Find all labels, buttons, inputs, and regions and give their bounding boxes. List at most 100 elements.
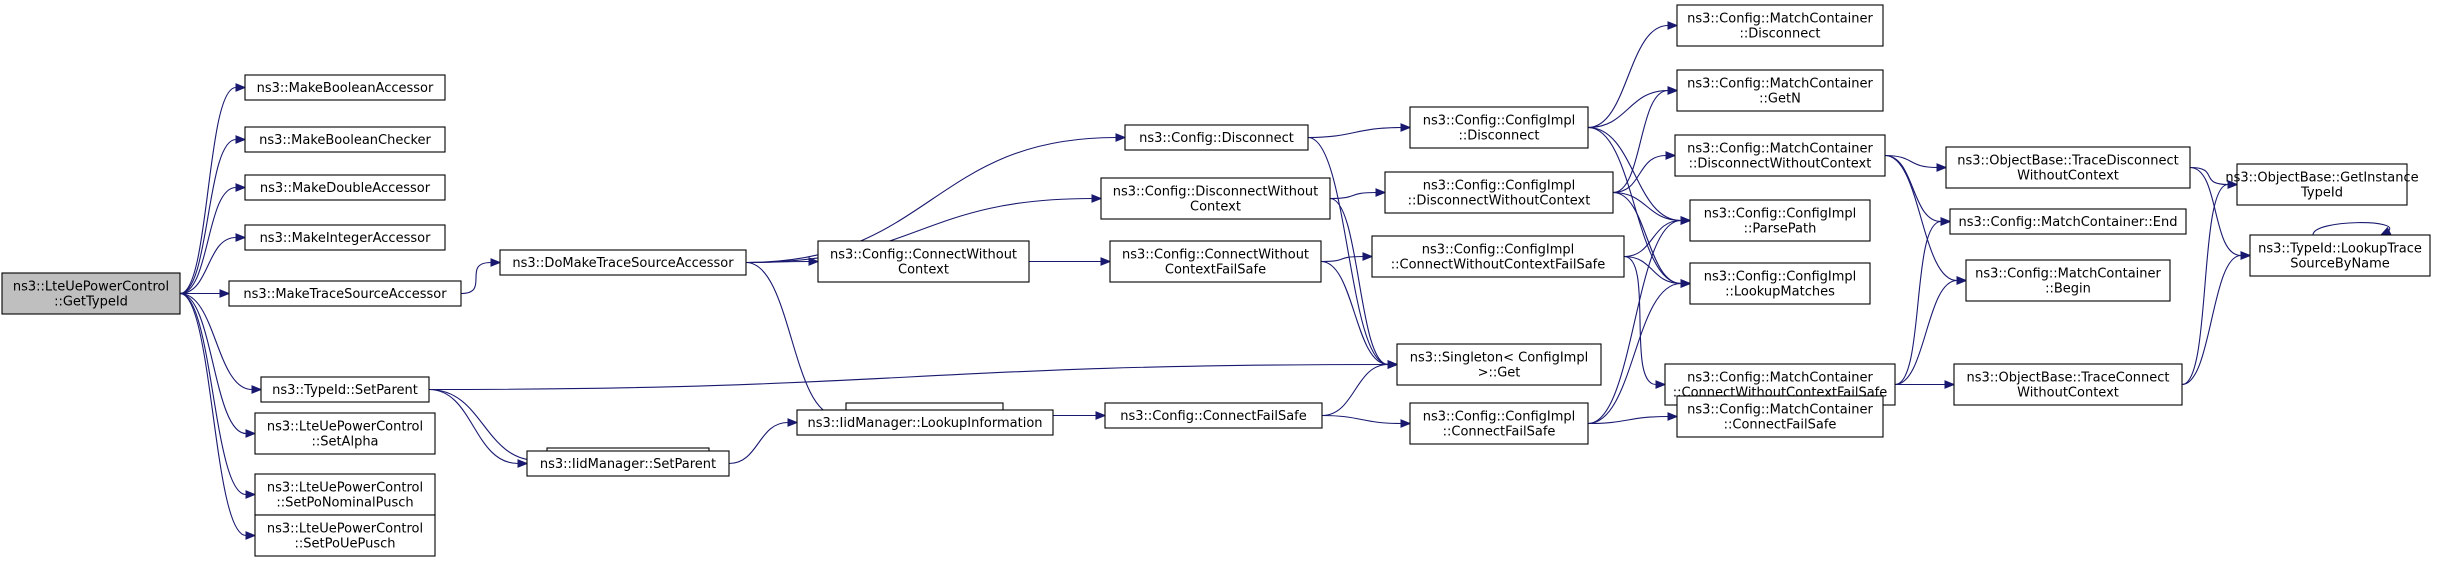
graph-node[interactable]: ns3::Config::DisconnectWithoutContext [1100,177,1331,220]
edge-line [1587,89,1669,129]
graph-edge [2312,222,2392,236]
graph-node[interactable]: ns3::Config::ConfigImpl::ConnectWithoutC… [1371,235,1625,278]
graph-edge [1623,216,1692,258]
node-label: ns3::Config::MatchContainer [1687,142,1873,157]
graph-edge [1307,123,1412,139]
node-label: ::SetPoUePusch [295,537,396,552]
node-label: ns3::Config::MatchContainer [1687,12,1873,27]
edge-arrowhead [1091,194,1103,203]
edge-line [2312,222,2391,236]
edge-line [1884,154,1958,282]
node-label: ns3::Config::ConfigImpl [1423,179,1576,194]
node-box [244,126,446,153]
graph-node[interactable]: ns3::Config::Disconnect [1124,124,1309,151]
edge-line [179,292,247,435]
graph-edge [2181,180,2239,386]
graph-edge [179,292,257,499]
graph-node[interactable]: ns3::Config::ConnectWithoutContext [817,240,1030,283]
edge-line [1884,154,1942,223]
edge-line [1612,191,1682,222]
edge-line [1623,255,1682,285]
graph-edge [179,83,247,295]
graph-node[interactable]: ns3::IidManager::SetParent [526,450,730,477]
node-box [499,249,747,276]
node-label: Context [1190,200,1241,215]
graph-node[interactable]: ns3::Config::MatchContainer::Disconnect [1676,4,1884,47]
edge-arrowhead [2379,226,2392,236]
edge-line [428,388,539,462]
edge-line [1587,219,1682,425]
node-label: ns3::Config::ConfigImpl [1423,410,1576,425]
graph-edge [1587,86,1679,129]
node-label: ns3::Config::MatchContainer::End [1959,215,2178,230]
graph-node[interactable]: ns3::Config::ConfigImpl::Disconnect [1409,106,1589,149]
graph-node[interactable]: ns3::TypeId::SetParent [260,376,430,403]
node-label: ns3::Config::ConnectFailSafe [1120,409,1307,424]
edge-line [745,136,1117,264]
edge-arrowhead [1680,216,1692,225]
graph-node[interactable]: ns3::Config::MatchContainer::End [1949,208,2187,235]
graph-node[interactable]: ns3::MakeBooleanChecker [244,126,446,153]
graph-node[interactable]: ns3::Config::ConfigImpl::DisconnectWitho… [1384,171,1614,214]
graph-node[interactable]: ns3::ObjectBase::TraceDisconnectWithoutC… [1945,146,2191,189]
graph-node[interactable]: ns3::LteUePowerControl::SetPoNominalPusc… [254,473,436,516]
node-label: ::ConnectFailSafe [1724,418,1837,433]
node-label: ::Begin [2045,282,2091,297]
node-box [254,412,436,455]
node-box [2249,234,2431,277]
graph-edge [1321,360,1399,417]
graph-node[interactable]: ns3::MakeTraceSourceAccessor [228,280,462,307]
node-label: ContextFailSafe [1165,263,1266,278]
node-label: ns3::MakeTraceSourceAccessor [243,287,447,302]
edge-arrowhead [245,531,257,540]
node-label: ns3::TypeId::LookupTrace [2258,242,2422,257]
graph-edge [428,360,1399,391]
graph-node[interactable]: ns3::LteUePowerControl::SetPoUePusch [254,514,436,557]
graph-node[interactable]: ns3::Config::ConfigImpl::ConnectFailSafe [1409,402,1589,445]
edge-arrowhead [235,83,247,92]
node-box [817,240,1030,283]
graph-edge [460,258,502,295]
graph-node[interactable]: ns3::Config::ConfigImpl::ParsePath [1689,199,1871,242]
graph-node[interactable]: ns3::Singleton< ConfigImpl >::Get [1396,343,1602,386]
graph-node[interactable]: ns3::Config::ConnectWithoutContextFailSa… [1109,240,1322,283]
graph-node[interactable]: ns3::DoMakeTraceSourceAccessor [499,249,747,276]
edge-line [1894,220,1942,386]
graph-node[interactable]: ns3::LteUePowerControl::SetAlpha [254,412,436,455]
edge-line [1320,260,1389,366]
node-box [1,272,181,315]
node-label: ns3::Config::MatchContainer [1687,77,1873,92]
graph-node[interactable]: ns3::Config::ConfigImpl::LookupMatches [1689,262,1871,305]
graph-edge [1884,154,1948,172]
node-label: ::ConnectFailSafe [1443,425,1556,440]
graph-node[interactable]: ns3::Config::MatchContainer::Begin [1965,259,2171,302]
graph-node[interactable]: ns3::ObjectBase::TraceConnectWithoutCont… [1953,363,2183,406]
graph-node[interactable]: ns3::MakeIntegerAccessor [244,224,446,251]
node-label: ::SetAlpha [311,435,378,450]
graph-node[interactable]: ns3::MakeBooleanAccessor [244,74,446,101]
edge-arrowhead [1655,380,1667,389]
graph-node[interactable]: ns3::IidManager::LookupInformation [796,409,1054,436]
node-label: ::LookupMatches [1725,285,1835,300]
node-label: ::Disconnect [1459,129,1540,144]
graph-node[interactable]: ns3::Config::ConnectFailSafe [1104,402,1323,429]
graph-node[interactable]: ns3::Config::MatchContainer::DisconnectW… [1674,134,1886,177]
edge-arrowhead [235,233,247,242]
edge-line [1321,363,1389,417]
edge-line [428,363,1389,391]
graph-node[interactable]: ns3::LteUePowerControl::GetTypeId [1,272,181,315]
edge-line [1612,154,1667,194]
edge-arrowhead [517,459,529,468]
graph-node[interactable]: ns3::MakeDoubleAccessor [244,174,446,201]
node-label: ns3::Config::MatchContainer [1975,267,2161,282]
edge-arrowhead [219,289,231,298]
node-box [254,514,436,557]
graph-edge [1894,276,1968,386]
graph-edge [1587,412,1679,425]
edge-line [179,236,237,295]
graph-node[interactable]: ns3::Config::MatchContainer::ConnectFail… [1676,395,1884,438]
graph-node[interactable]: ns3::Config::MatchContainer::GetN [1676,69,1884,112]
node-box [254,473,436,516]
